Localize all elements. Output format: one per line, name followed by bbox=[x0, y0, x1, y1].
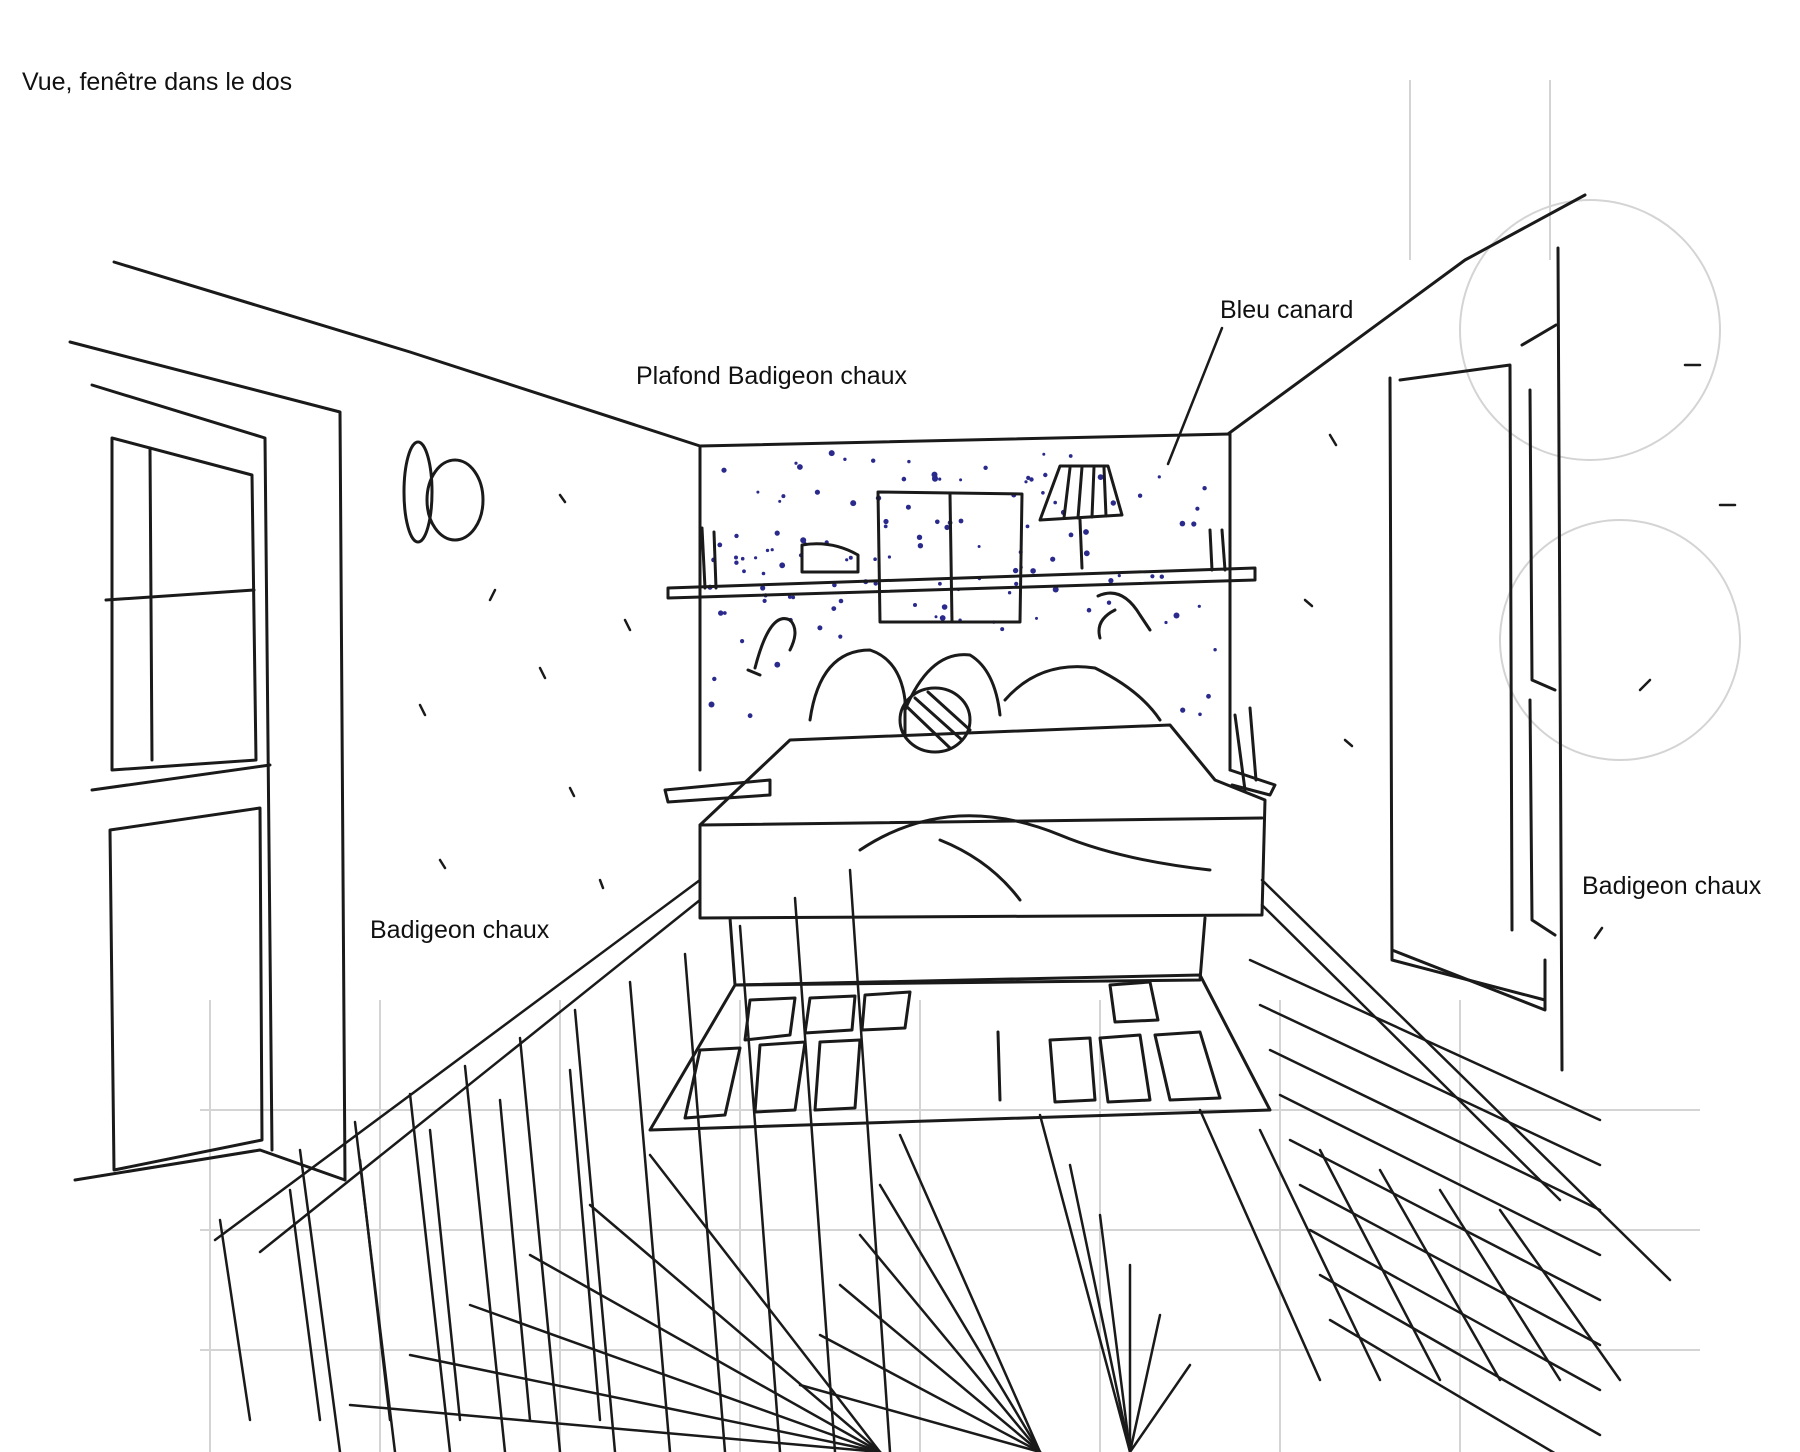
room-outline bbox=[112, 193, 1587, 772]
back-wall-shelf bbox=[666, 490, 1257, 624]
shelf-lamp bbox=[1038, 464, 1124, 570]
left-window bbox=[68, 340, 347, 1182]
herringbone-floor bbox=[213, 868, 1672, 1452]
right-door bbox=[1388, 246, 1564, 1072]
view-caption: Vue, fenêtre dans le dos bbox=[22, 68, 293, 96]
bedside-tables bbox=[663, 706, 1277, 804]
right-wall-label: Badigeon chaux bbox=[1582, 872, 1762, 900]
bed bbox=[698, 648, 1267, 987]
bleu-canard-pointer bbox=[1166, 326, 1224, 466]
rug bbox=[648, 973, 1272, 1132]
wall-sconce-left bbox=[402, 440, 485, 544]
back-wall-color-label: Bleu canard bbox=[1220, 296, 1354, 324]
reading-lamps bbox=[746, 591, 1152, 677]
wall-texture-ticks bbox=[418, 363, 1737, 940]
ceiling-label: Plafond Badigeon chaux bbox=[636, 362, 908, 390]
left-wall-label: Badigeon chaux bbox=[370, 916, 550, 944]
paper-bleed-grid bbox=[200, 80, 1741, 1452]
